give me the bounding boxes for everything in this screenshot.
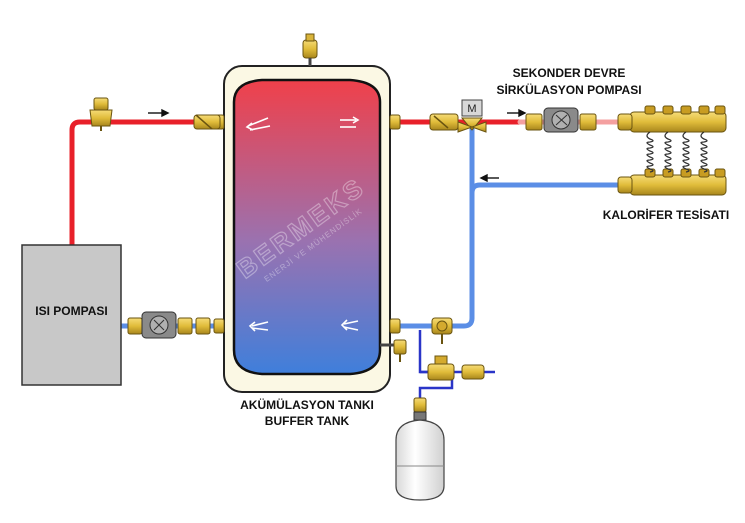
manifold-port-supply-5 xyxy=(714,105,726,115)
motor-valve-letter: M xyxy=(467,103,476,115)
buffer-tank[interactable] xyxy=(223,65,391,393)
manifold-port-return-4 xyxy=(698,168,710,178)
pressure-gauge-icon xyxy=(413,397,427,413)
flow-arrows xyxy=(148,108,527,183)
heating-coil-3 xyxy=(682,131,690,173)
safety-valve-icon xyxy=(89,97,113,131)
flow-arrow-return xyxy=(479,173,499,183)
flow-arrow-hot-out xyxy=(148,108,170,118)
heat-pump-label: ISI POMPASI xyxy=(35,304,108,318)
pump-label-line2: SİRKÜLASYON POMPASI xyxy=(496,83,642,97)
manifold-port-supply-2 xyxy=(662,105,674,115)
manifold-port-return-3 xyxy=(680,168,692,178)
primary-circulation-pump-icon xyxy=(127,311,211,339)
flow-arrow-hot-secondary xyxy=(507,108,527,118)
manifold-port-supply-3 xyxy=(680,105,692,115)
manifold-port-supply-4 xyxy=(698,105,710,115)
manifold-port-return-1 xyxy=(644,168,656,178)
heating-coil-4 xyxy=(700,131,708,173)
tank-label-line1: AKÜMÜLASYON TANKI xyxy=(240,398,374,412)
heating-coil-1 xyxy=(646,131,654,173)
tank-label-line2: BUFFER TANK xyxy=(264,414,350,428)
expansion-vessel-icon[interactable] xyxy=(395,411,445,501)
heating-coil-2 xyxy=(664,131,672,173)
cold-line-valve-icon xyxy=(431,317,453,344)
supply-manifold[interactable] xyxy=(617,111,727,133)
heat-pump-unit[interactable] xyxy=(21,244,122,386)
return-manifold[interactable] xyxy=(617,174,727,196)
tank-arrow-top-right xyxy=(340,116,360,128)
pressure-reducer-icon xyxy=(427,355,455,381)
tank-arrow-bottom-left xyxy=(248,321,269,332)
secondary-check-valve-icon xyxy=(429,113,459,131)
heating-system-label: KALORİFER TESİSATI xyxy=(602,208,730,222)
heating-circuit-coils xyxy=(646,131,708,173)
pump-label-line1: SEKONDER DEVRE xyxy=(512,66,626,80)
fill-valve-icon xyxy=(461,364,485,380)
manifold-port-supply-1 xyxy=(644,105,656,115)
check-valve-icon xyxy=(193,114,221,130)
manifold-port-return-2 xyxy=(662,168,674,178)
drain-valve-icon xyxy=(380,339,407,362)
three-way-motor-valve-icon: M xyxy=(457,99,487,133)
tank-internal-arrows xyxy=(245,116,360,332)
secondary-circulation-pump-icon xyxy=(525,107,597,133)
tank-arrow-top-left xyxy=(245,117,271,131)
tank-arrow-bottom-right xyxy=(340,319,359,331)
manifold-port-return-5 xyxy=(714,168,726,178)
tank-air-vent-icon xyxy=(302,33,318,66)
